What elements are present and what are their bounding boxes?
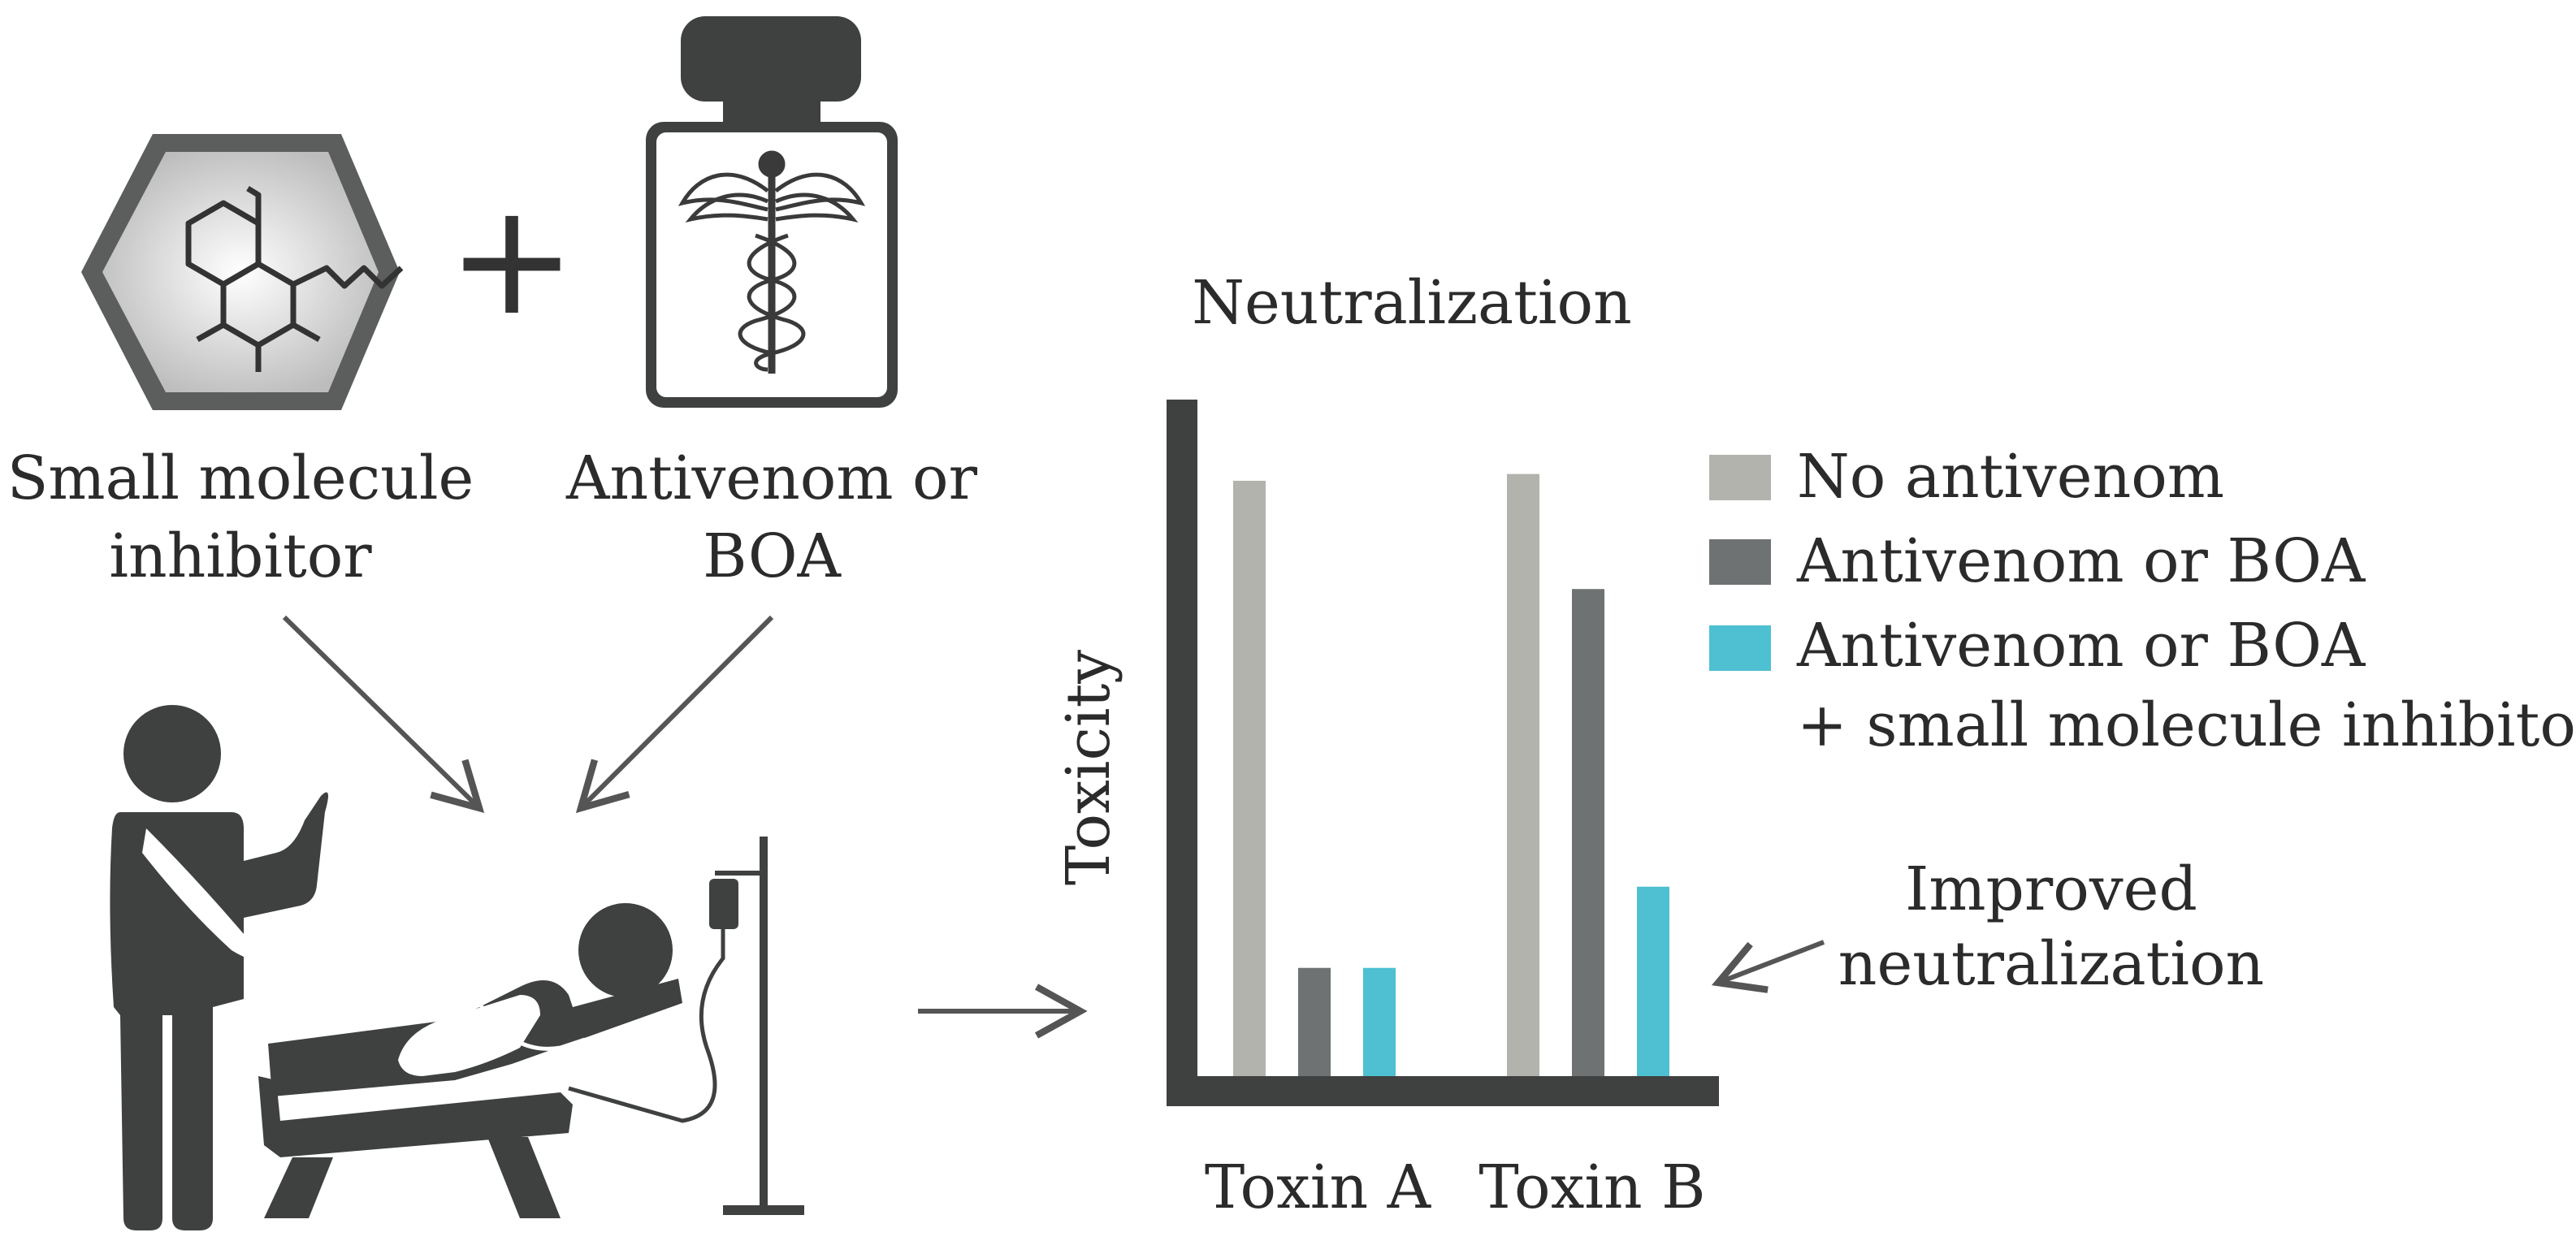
patient-recliner-icon: [258, 903, 682, 1218]
legend-label-no-antivenom: No antivenom: [1797, 442, 2224, 512]
caduceus-icon: [678, 150, 866, 374]
bar-group: [1233, 473, 1669, 1076]
legend-swatch-antivenom-or-boa: [1709, 539, 1771, 585]
iv-drip-icon: [568, 837, 804, 1215]
annotation-line2: neutralization: [1838, 929, 2264, 999]
legend-label-antivenom-plus-inhibitor-line1: Antivenom or BOA: [1796, 611, 2366, 681]
chart-title: Neutralization: [1192, 268, 1632, 338]
x-axis-line: [1167, 1076, 1719, 1106]
small-molecule-label-line2: inhibitor: [109, 521, 372, 591]
bar-toxin-a-series-2: [1298, 967, 1331, 1076]
bar-toxin-a-series-3: [1363, 967, 1396, 1076]
annotation-arrow: [1711, 940, 1825, 993]
y-axis-line: [1167, 400, 1197, 1106]
molecule-hexagon-icon: [81, 134, 404, 410]
legend-swatch-no-antivenom: [1709, 455, 1771, 500]
bar-toxin-b-series-3: [1637, 886, 1669, 1076]
y-axis-label: Toxicity: [1054, 650, 1123, 885]
plus-sign: +: [447, 170, 576, 349]
antivenom-label-line1: Antivenom or: [565, 443, 978, 513]
arrow-inhibitor-to-patient: [282, 615, 485, 814]
arrow-antivenom-to-patient: [575, 615, 774, 814]
bar-toxin-b-series-1: [1507, 473, 1539, 1076]
annotation-line1: Improved: [1905, 854, 2197, 924]
small-molecule-label-line1: Small molecule: [7, 443, 474, 513]
chart-plot: Neutralization Toxicity Toxin A Toxin B: [1054, 268, 1719, 1222]
bar-toxin-a-series-1: [1233, 480, 1266, 1076]
doctor-icon: [110, 705, 328, 1230]
bar-toxin-b-series-2: [1572, 589, 1604, 1076]
antivenom-label-line2: BOA: [703, 521, 842, 591]
legend-label-antivenom-plus-inhibitor-line2: + small molecule inhibitor: [1797, 690, 2576, 760]
x-tick-label-toxin-a: Toxin A: [1205, 1152, 1432, 1222]
x-tick-label-toxin-b: Toxin B: [1478, 1152, 1705, 1222]
legend-label-antivenom-or-boa: Antivenom or BOA: [1796, 526, 2366, 596]
legend-swatch-antivenom-plus-inhibitor: [1709, 625, 1771, 671]
